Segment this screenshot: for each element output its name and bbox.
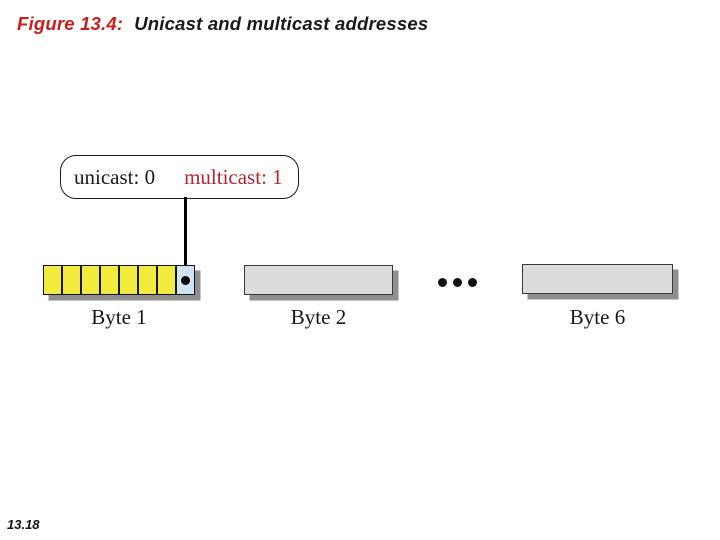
figure-title: Figure 13.4: Unicast and multicast addres… — [17, 13, 428, 35]
unicast-label: unicast: 0 — [74, 164, 156, 189]
indicator-dot — [181, 275, 190, 285]
multicast-label: multicast: 1 — [184, 164, 283, 189]
ellipsis-dot — [453, 278, 462, 287]
ellipsis-dots — [438, 278, 477, 287]
byte1-bit-row — [43, 265, 195, 295]
page-number: 13.18 — [7, 517, 40, 532]
figure-number: Figure 13.4: — [17, 13, 124, 34]
byte6-label: Byte 6 — [569, 305, 626, 329]
bit-cell — [81, 265, 100, 295]
bit-cell — [157, 265, 176, 295]
byte6-box — [522, 264, 673, 294]
bit-cell — [62, 265, 81, 295]
connector-line — [184, 197, 187, 278]
bit-cell — [100, 265, 119, 295]
byte1-label: Byte 1 — [91, 305, 147, 329]
byte2-label: Byte 2 — [290, 305, 347, 329]
bit-cell — [43, 265, 62, 295]
bit-cell — [138, 265, 157, 295]
figure-title-text: Unicast and multicast addresses — [134, 13, 429, 34]
byte2-box — [244, 265, 393, 295]
ellipsis-dot — [438, 278, 447, 287]
bit-cell — [119, 265, 138, 295]
bit-cell-multicast-indicator — [176, 265, 195, 295]
legend-box: unicast: 0 multicast: 1 — [60, 155, 299, 199]
ellipsis-dot — [468, 278, 477, 287]
